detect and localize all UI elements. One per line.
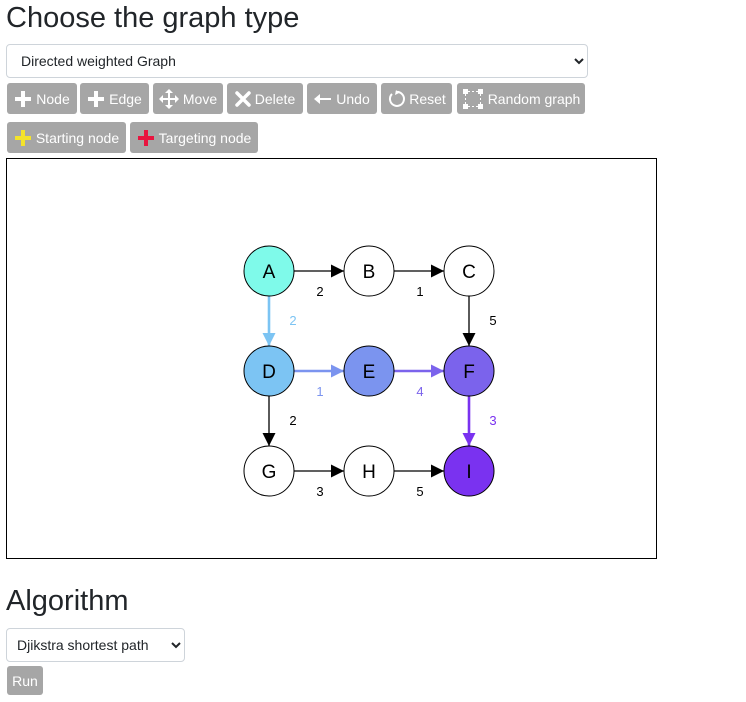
node-circle[interactable] [243, 345, 295, 397]
node-circle[interactable] [443, 245, 495, 297]
delete-button-label: Delete [254, 90, 296, 107]
node-label: A [263, 262, 276, 283]
plus-icon [15, 90, 32, 107]
red-plus-icon [137, 129, 154, 146]
targeting-node-button[interactable]: Targeting node [130, 122, 258, 153]
edge-button-label: Edge [109, 90, 142, 107]
node-circle[interactable] [443, 445, 495, 497]
random-graph-button[interactable]: Random graph [457, 83, 585, 114]
node-circle[interactable] [443, 345, 495, 397]
node-label: C [462, 262, 476, 283]
move-arrows-icon [158, 88, 179, 109]
undo-button[interactable]: Undo [307, 83, 377, 114]
edge-weight-label: 1 [416, 284, 423, 299]
edge-weight-label: 1 [316, 384, 323, 399]
run-button-label: Run [12, 672, 38, 689]
graph-node-F[interactable]: F [443, 345, 495, 397]
yellow-plus-icon [14, 129, 31, 146]
starting-node-button-label: Starting node [35, 129, 120, 146]
node-label: F [463, 362, 475, 383]
reset-button[interactable]: Reset [381, 83, 452, 114]
node-circle[interactable] [343, 445, 395, 497]
reset-button-label: Reset [409, 90, 446, 107]
undo-button-label: Undo [336, 90, 370, 107]
node-button[interactable]: Node [7, 83, 77, 114]
node-circle[interactable] [343, 345, 395, 397]
edge-weight-label: 2 [289, 313, 296, 328]
node-label: G [262, 462, 277, 483]
edge-weight-label: 3 [316, 484, 323, 499]
page-title: Choose the graph type [6, 2, 300, 34]
node-label: D [262, 362, 276, 383]
node-button-label: Node [36, 90, 70, 107]
delete-button[interactable]: Delete [227, 83, 303, 114]
random-nodes-icon [462, 88, 483, 109]
node-label: E [363, 362, 376, 383]
node-circle[interactable] [343, 245, 395, 297]
graph-node-I[interactable]: I [443, 445, 495, 497]
edge-weight-label: 3 [489, 413, 496, 428]
arrow-left-icon [314, 93, 332, 104]
move-button-label: Move [182, 90, 218, 107]
graph-node-D[interactable]: D [243, 345, 295, 397]
graph-canvas[interactable]: 2 1 5 2 1 4 2 3 3 5 A B C D E F G H I [6, 158, 657, 559]
graph-node-A[interactable]: A [243, 245, 295, 297]
node-label: B [363, 262, 376, 283]
run-button[interactable]: Run [7, 666, 43, 695]
node-circle[interactable] [243, 445, 295, 497]
targeting-node-button-label: Targeting node [158, 129, 252, 146]
x-icon [235, 90, 251, 107]
graph-node-C[interactable]: C [443, 245, 495, 297]
circular-arrow-icon [389, 89, 406, 107]
edge-weight-label: 5 [489, 313, 496, 328]
node-circle[interactable] [243, 245, 295, 297]
move-button[interactable]: Move [153, 83, 223, 114]
starting-node-button[interactable]: Starting node [7, 122, 126, 153]
edge-button[interactable]: Edge [80, 83, 149, 114]
graph-node-H[interactable]: H [343, 445, 395, 497]
edge-weight-label: 4 [416, 384, 423, 399]
edge-weight-label: 2 [316, 284, 323, 299]
algorithm-title: Algorithm [6, 585, 129, 617]
algorithm-select[interactable]: Djikstra shortest path [6, 628, 185, 662]
plus-icon [88, 90, 105, 107]
node-label: H [362, 462, 376, 483]
edge-weight-label: 2 [289, 413, 296, 428]
graph-type-select[interactable]: Directed weighted Graph [6, 44, 588, 78]
graph-node-E[interactable]: E [343, 345, 395, 397]
random-graph-button-label: Random graph [487, 90, 581, 107]
graph-svg[interactable]: 2 1 5 2 1 4 2 3 3 5 A B C D E F G H I [7, 159, 656, 558]
graph-node-G[interactable]: G [243, 445, 295, 497]
node-label: I [466, 462, 471, 483]
edge-weight-label: 5 [416, 484, 423, 499]
graph-node-B[interactable]: B [343, 245, 395, 297]
